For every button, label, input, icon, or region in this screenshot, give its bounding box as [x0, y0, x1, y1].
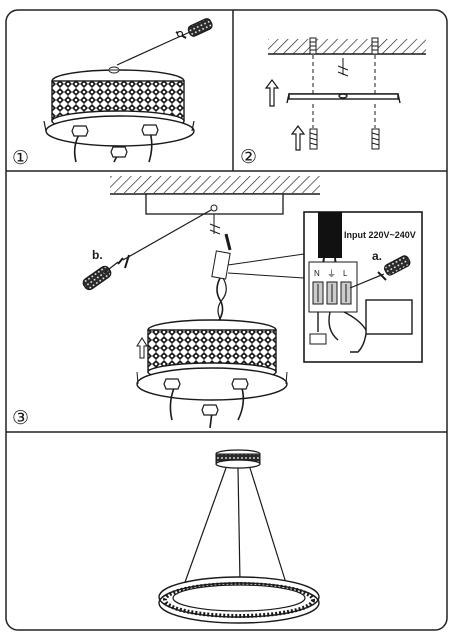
- ceiling-hatch: [110, 176, 320, 193]
- step-2-label: ②: [240, 147, 257, 168]
- callout-b: b.: [92, 248, 103, 262]
- wall-anchor-right: [371, 37, 379, 55]
- screwdriver-icon: [116, 18, 213, 66]
- power-cable: [318, 212, 342, 258]
- suspension-cables: [183, 467, 287, 586]
- screwdriver-icon: [82, 209, 212, 291]
- panel-step-3: b.: [12, 176, 423, 429]
- frame: [5, 9, 448, 631]
- mounting-bracket: [286, 93, 401, 104]
- ceiling-hatch: [268, 39, 426, 54]
- screw-icon: [309, 128, 380, 150]
- callout-a: a.: [372, 249, 382, 263]
- step-3-label: ③: [12, 408, 29, 429]
- terminal-n-label: N: [314, 269, 320, 278]
- wall-anchor-left: [309, 37, 317, 55]
- cable-nuts: [163, 378, 249, 429]
- terminal-l-label: L: [343, 269, 348, 278]
- screw-icon: [108, 66, 120, 74]
- canopy-drum: [43, 69, 195, 147]
- ceiling-wire: [209, 214, 221, 235]
- arrow-up-icon: [264, 79, 306, 151]
- ground-icon: ⏚: [327, 269, 336, 279]
- canopy-drum: [136, 319, 288, 401]
- step-1-label: ①: [12, 148, 29, 169]
- ceiling-wire: [337, 58, 349, 77]
- input-voltage-label: Input 220V~240V: [344, 230, 416, 240]
- arrow-up-icon: [136, 337, 148, 359]
- fixture-canopy: [215, 449, 261, 469]
- cable-nuts: [71, 124, 159, 163]
- terminal-block: [308, 261, 358, 313]
- power-cable: [216, 277, 224, 323]
- panel-step-2: ②: [240, 37, 426, 168]
- panel-assembled-fixture: [158, 449, 320, 624]
- led-ring: [158, 576, 320, 624]
- panel-step-1: ①: [12, 18, 213, 169]
- screwdriver-icon: [349, 255, 411, 289]
- wiring-inset: Input 220V~240V N ⏚ L a: [303, 211, 423, 363]
